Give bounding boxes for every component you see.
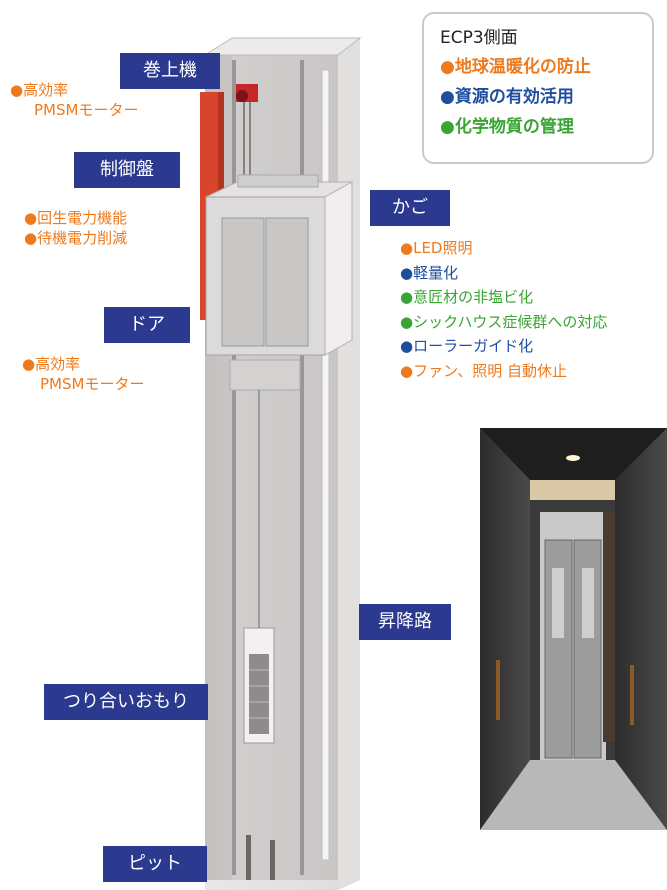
cage-apron (229, 359, 301, 391)
control-note-1: ●回生電力機能 (24, 209, 128, 227)
shaft-right-face (338, 38, 360, 890)
cage-features-list: ●LED照明 ●軽量化 ●意匠材の非塩ビ化 ●シックハウス症候群への対応 ●ロー… (400, 236, 607, 383)
cage-feature-lightweight: ●軽量化 (400, 263, 459, 282)
legend-item-global-warming: ●地球温暖化の防止 (440, 57, 591, 77)
corridor-right-wall (615, 428, 667, 830)
counterweight-blocks (249, 654, 269, 734)
label-counterweight: つり合いおもり (44, 684, 208, 720)
cage-feature-led: ●LED照明 (400, 239, 473, 257)
ceiling-downlight (566, 455, 580, 461)
machine-notes: ●高効率 PMSMモーター (10, 80, 138, 120)
handrail-right (630, 665, 634, 725)
guide-rail-left (232, 60, 236, 875)
control-note-2: ●待機電力削減 (24, 229, 128, 247)
elevator-hall-photo (480, 428, 667, 830)
ceiling-light-strip (530, 480, 615, 500)
label-shaft: 昇降路 (359, 604, 451, 640)
pit-buffer-left (246, 835, 251, 880)
cage-feature-sick-house: ●シックハウス症候群への対応 (400, 312, 608, 331)
cage-feature-roller-guide: ●ローラーガイド化 (400, 337, 534, 355)
legend-item-chemicals: ●化学物質の管理 (440, 117, 574, 137)
guide-rail-right (300, 60, 304, 875)
door-notes: ●高効率 PMSMモーター (22, 354, 144, 394)
pit-buffer-right (270, 840, 275, 880)
cage-frame-top (237, 174, 319, 188)
door-note-1: ●高効率 (22, 355, 81, 373)
legend-title: ECP3側面 (440, 28, 518, 48)
handrail-left (496, 660, 500, 720)
label-cage: かご (370, 190, 450, 226)
label-machine: 巻上機 (120, 53, 220, 89)
hall-call-panel (603, 512, 615, 742)
traction-sheave (236, 90, 248, 102)
machine-note-1: ●高効率 (10, 81, 69, 99)
guide-rail-pole (321, 69, 330, 861)
cage-door-left (221, 217, 265, 347)
cage-feature-non-pvc: ●意匠材の非塩ビ化 (400, 288, 534, 306)
legend-item-resources: ●資源の有効活用 (440, 87, 574, 107)
corridor-floor (480, 760, 667, 830)
cage-door-right (265, 217, 309, 347)
shaft-top-rim (203, 37, 362, 56)
corridor-left-wall (480, 428, 530, 830)
cage-side (324, 181, 353, 356)
cage-feature-auto-off: ●ファン、照明 自動休止 (400, 361, 567, 380)
label-control-panel: 制御盤 (74, 152, 180, 188)
door-note-2: PMSMモーター (40, 375, 145, 393)
label-door: ドア (104, 307, 190, 343)
machine-note-2: PMSMモーター (34, 101, 139, 119)
label-pit: ピット (103, 846, 207, 882)
legend-box: ECP3側面 ●地球温暖化の防止 ●資源の有効活用 ●化学物質の管理 (422, 12, 654, 164)
control-notes: ●回生電力機能 ●待機電力削減 (24, 208, 127, 248)
